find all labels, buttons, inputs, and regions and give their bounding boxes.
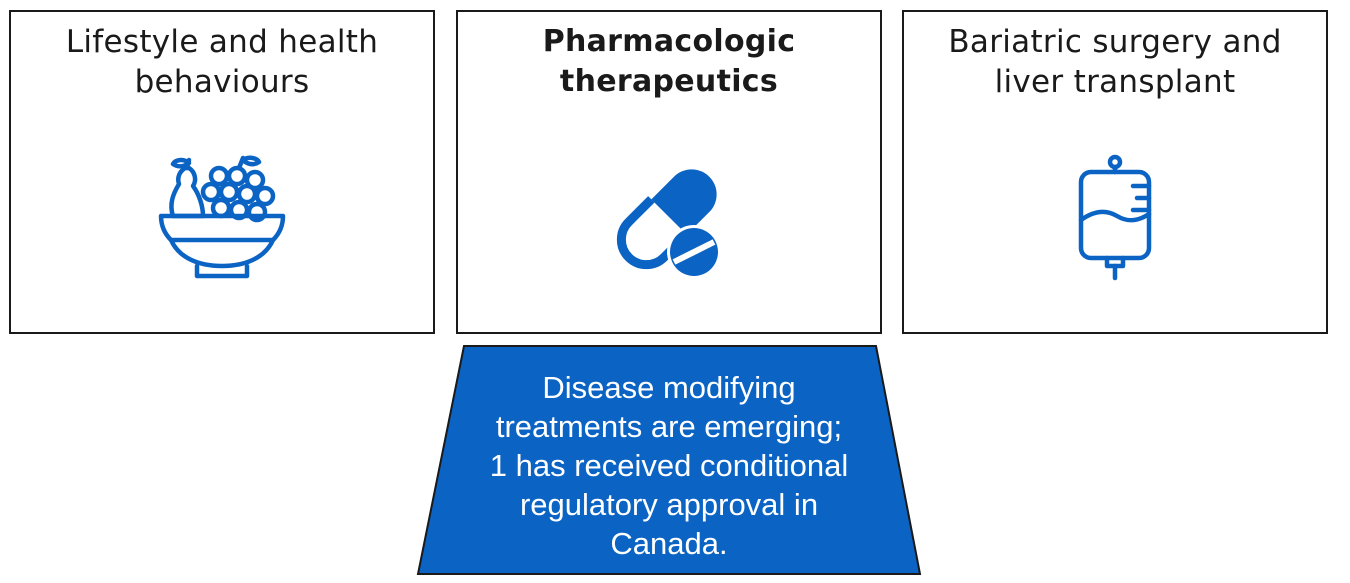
callout-line: regulatory approval in <box>519 487 819 522</box>
callout-line: treatments are emerging; <box>495 409 843 444</box>
card-title-line: Lifestyle and health <box>65 24 379 60</box>
card-title-line: Pharmacologic <box>542 24 796 59</box>
card-title-line: liver transplant <box>994 64 1236 100</box>
card-title-line: Bariatric surgery and <box>948 24 1282 60</box>
card-title: Pharmacologic therapeutics <box>458 22 880 102</box>
card-title-line: therapeutics <box>559 64 779 99</box>
callout-text: Disease modifying treatments are emergin… <box>446 368 892 563</box>
callout-line: 1 has received conditional <box>489 448 849 483</box>
callout-line: Canada. <box>610 526 728 561</box>
callout-line: Disease modifying <box>542 370 796 405</box>
card-pharmacologic: Pharmacologic therapeutics <box>456 10 882 334</box>
pill-capsule-icon <box>606 154 732 284</box>
iv-bag-icon <box>1075 154 1155 288</box>
card-surgery: Bariatric surgery and liver transplant <box>902 10 1328 334</box>
card-title-line: behaviours <box>134 64 310 100</box>
card-lifestyle: Lifestyle and health behaviours <box>9 10 435 334</box>
fruit-bowl-icon <box>157 154 287 284</box>
card-title: Bariatric surgery and liver transplant <box>904 22 1326 102</box>
card-title: Lifestyle and health behaviours <box>11 22 433 102</box>
callout-trapezoid: Disease modifying treatments are emergin… <box>416 344 922 576</box>
